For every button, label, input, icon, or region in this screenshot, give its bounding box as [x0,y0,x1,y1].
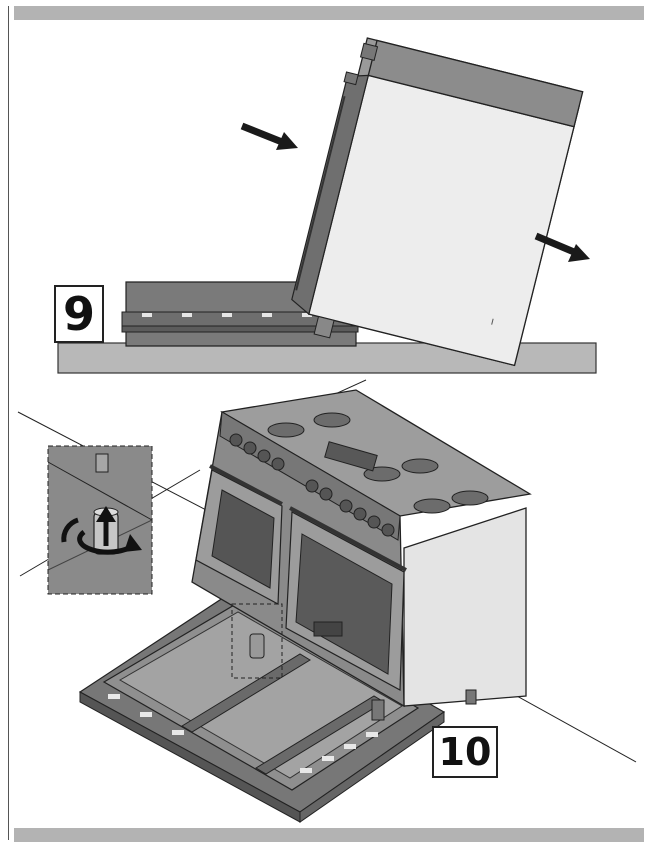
left-margin-rule [8,6,9,840]
tilted-range-step-9 [291,37,584,367]
push-arrow-left [240,122,298,150]
leg-detail-inset [47,445,153,595]
leg-small [249,633,265,659]
step-9-label: 9 [62,287,95,341]
leg-highlight-box [231,603,283,679]
step-9-number-box: 9 [54,285,104,343]
bottom-footer-bar [14,828,644,842]
step-10-number-box: 10 [432,726,498,778]
step-10-label: 10 [438,730,492,774]
step-9-illustration [57,37,597,374]
pallet-step-10 [78,591,446,823]
range-step-10 [191,389,532,721]
step-10-illustration [17,379,637,823]
top-header-bar [14,6,644,20]
pull-arrow-right [534,232,590,262]
